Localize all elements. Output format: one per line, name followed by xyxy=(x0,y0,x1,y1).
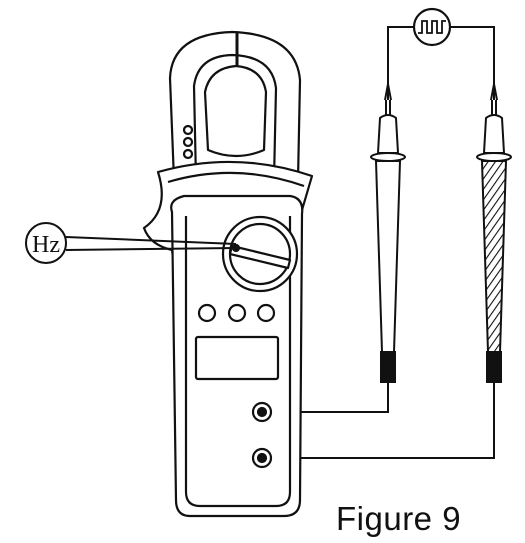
meter-button-3 xyxy=(256,303,276,323)
hz-label: Hz xyxy=(32,232,60,258)
lead-wire-right xyxy=(268,382,495,459)
rotary-selector xyxy=(221,215,299,293)
input-jack-hz xyxy=(251,447,273,469)
figure-caption: Figure 9 xyxy=(336,500,462,537)
square-wave-source-icon xyxy=(412,7,452,47)
clamp-meter-icon xyxy=(142,30,314,518)
lead-wire-left xyxy=(268,382,389,413)
test-probe-left xyxy=(268,80,406,413)
source-wire-right xyxy=(450,26,495,85)
test-probe-right xyxy=(268,80,512,459)
meter-display xyxy=(194,335,280,381)
meter-button-1 xyxy=(197,303,217,323)
input-jack-com xyxy=(251,401,273,423)
hz-callout: Hz xyxy=(25,222,237,264)
meter-button-2 xyxy=(227,303,247,323)
signal-source xyxy=(387,7,495,85)
source-wire-left xyxy=(387,26,414,85)
